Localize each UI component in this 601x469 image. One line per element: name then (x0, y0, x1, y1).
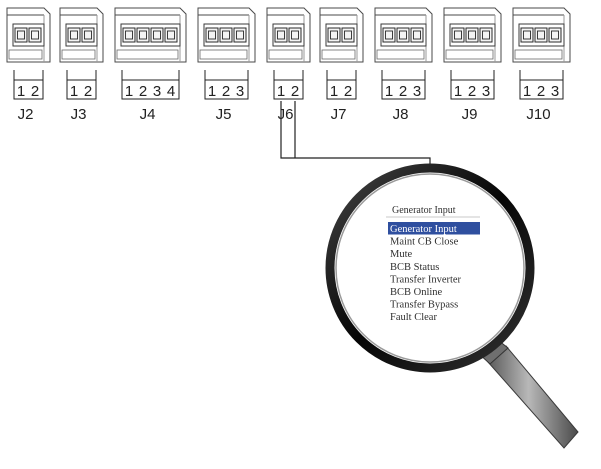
terminal-socket (465, 27, 479, 43)
pin-number: 3 (413, 83, 421, 100)
pin-number: 1 (70, 83, 78, 100)
pin-number: 1 (277, 83, 285, 100)
pin-number: 3 (551, 83, 559, 100)
terminal-socket (122, 27, 136, 43)
dropdown-option-label: Transfer Bypass (390, 300, 458, 311)
pin-number: 1 (17, 83, 25, 100)
connector-label: J6 (278, 106, 294, 123)
pin-label-box (66, 79, 97, 100)
pin-number: 1 (454, 83, 462, 100)
terminal-socket (14, 27, 28, 43)
pin-number: 1 (385, 83, 393, 100)
dropdown-option-label: Fault Clear (390, 312, 437, 323)
pin-label-box (121, 79, 180, 100)
pin-number: 3 (236, 83, 244, 100)
leader-lines (280, 101, 431, 168)
dropdown-option[interactable]: Transfer Bypass (390, 300, 458, 311)
terminal-socket (233, 27, 247, 43)
pin-number: 2 (468, 83, 476, 100)
connector-label: J5 (216, 106, 232, 123)
connector-label: J4 (140, 106, 156, 123)
terminal-socket (150, 27, 164, 43)
dropdown-option[interactable]: Transfer Inverter (390, 274, 462, 285)
dropdown-option[interactable]: BCB Status (390, 262, 439, 273)
dropdown-option-label: BCB Status (390, 262, 439, 273)
terminal-socket (382, 27, 396, 43)
pin-label-box (326, 79, 357, 100)
pin-label-box (273, 79, 304, 100)
pin-number: 1 (208, 83, 216, 100)
dropdown-option-label: Transfer Inverter (390, 274, 462, 285)
terminal-socket (205, 27, 219, 43)
pin-number: 2 (31, 83, 39, 100)
terminal-socket (534, 27, 548, 43)
connector-label: J10 (526, 106, 550, 123)
dropdown-option[interactable]: Fault Clear (390, 312, 437, 323)
terminal-socket (136, 27, 150, 43)
pin-number: 3 (482, 83, 490, 100)
connector-label: J9 (462, 106, 478, 123)
pin-label-box (381, 79, 426, 100)
dropdown-option[interactable]: Generator Input (388, 222, 480, 235)
pin-number: 2 (291, 83, 299, 100)
terminal-socket (67, 27, 81, 43)
dropdown-option[interactable]: Maint CB Close (390, 237, 459, 248)
dropdown-option-label: Mute (390, 249, 413, 260)
connector-label: J3 (71, 106, 87, 123)
pin-number: 1 (125, 83, 133, 100)
connector-label: J2 (18, 106, 34, 123)
terminal-socket (548, 27, 562, 43)
terminal-socket (327, 27, 341, 43)
pin-number: 1 (523, 83, 531, 100)
terminal-socket (341, 27, 355, 43)
terminal-socket (81, 27, 95, 43)
pin-number: 2 (84, 83, 92, 100)
terminal-socket (274, 27, 288, 43)
dropdown-option-label: Generator Input (390, 224, 457, 235)
connector-label: J8 (393, 106, 409, 123)
dropdown-option[interactable]: BCB Online (390, 287, 443, 298)
pin-number: 2 (399, 83, 407, 100)
pin-number: 4 (167, 83, 175, 100)
terminal-socket (451, 27, 465, 43)
dropdown-option[interactable]: Mute (390, 249, 413, 260)
pin-number: 2 (537, 83, 545, 100)
terminal-socket (410, 27, 424, 43)
pin-label-box (13, 79, 44, 100)
pin-number: 2 (344, 83, 352, 100)
pin-number: 2 (139, 83, 147, 100)
pin-number: 2 (222, 83, 230, 100)
connector-label: J7 (331, 106, 347, 123)
dropdown-option-label: BCB Online (390, 287, 443, 298)
magnifier-lens-rim (325, 163, 535, 373)
pin-number: 3 (153, 83, 161, 100)
terminal-socket (28, 27, 42, 43)
terminal-socket (219, 27, 233, 43)
terminal-socket (396, 27, 410, 43)
pin-label-box (204, 79, 249, 100)
selected-highlight (388, 222, 480, 235)
pin-label-box (519, 79, 564, 100)
terminal-socket (520, 27, 534, 43)
terminal-socket (164, 27, 178, 43)
terminal-socket (288, 27, 302, 43)
pin-label-box (450, 79, 495, 100)
terminal-socket (479, 27, 493, 43)
dropdown-option-label: Maint CB Close (390, 237, 459, 248)
dropdown-title: Generator Input (392, 205, 456, 216)
pin-number: 1 (330, 83, 338, 100)
